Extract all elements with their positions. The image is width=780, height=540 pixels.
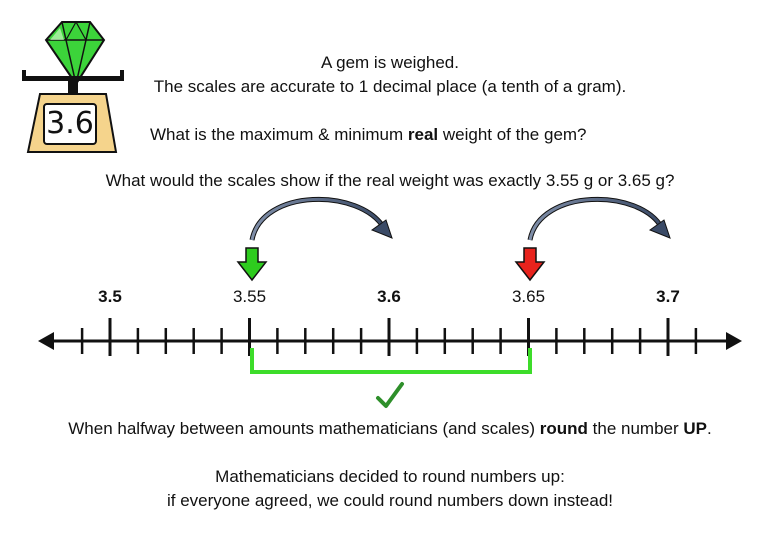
number-line — [38, 318, 742, 356]
footer-line-1: Mathematicians decided to round numbers … — [215, 467, 565, 486]
question-line: What is the maximum & minimum real weigh… — [150, 124, 587, 146]
scale-icon — [22, 70, 124, 153]
rule-bold-round: round — [539, 419, 588, 438]
tick-label: 3.7 — [656, 287, 680, 306]
intro-line-1: A gem is weighed. — [321, 53, 459, 72]
rule-prefix: When halfway between amounts mathematici… — [68, 419, 540, 438]
question-prefix: What is the maximum & minimum — [150, 125, 408, 144]
tick-label: 3.6 — [377, 287, 401, 306]
tick-label: 3.55 — [232, 287, 267, 306]
tick-label: 3.5 — [98, 287, 122, 306]
tick-label: 3.65 — [511, 287, 546, 306]
number-line-right-arrow — [726, 332, 742, 350]
gem-icon — [44, 20, 106, 86]
rule-suffix: . — [707, 419, 712, 438]
curved-arrow-left — [249, 196, 393, 241]
rule-bold-up: UP — [683, 419, 707, 438]
question-2: What would the scales show if the real w… — [105, 171, 675, 190]
range-bracket — [250, 348, 532, 374]
intro-line-2: The scales are accurate to 1 decimal pla… — [153, 77, 627, 96]
question-bold: real — [407, 125, 439, 144]
check-mark-icon — [376, 382, 404, 408]
question-suffix: weight of the gem? — [438, 125, 587, 144]
red-down-arrow — [514, 247, 546, 282]
curved-arrow-right — [527, 196, 671, 241]
footer-line-2: if everyone agreed, we could round numbe… — [166, 491, 614, 510]
green-down-arrow — [236, 247, 268, 282]
scale-reading: 3.6 — [46, 106, 94, 141]
rule-middle: the number — [587, 419, 684, 438]
rounding-rule: When halfway between amounts mathematici… — [20, 418, 760, 440]
number-line-left-arrow — [38, 332, 54, 350]
